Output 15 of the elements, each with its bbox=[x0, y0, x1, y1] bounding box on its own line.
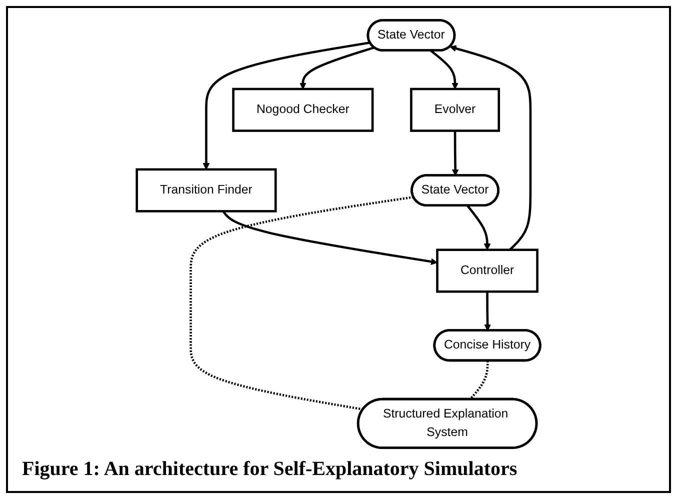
arrow bbox=[222, 210, 438, 266]
arrow bbox=[450, 45, 532, 251]
arrow bbox=[300, 46, 374, 90]
node-box: Controller bbox=[436, 248, 538, 293]
connector bbox=[190, 196, 414, 411]
node-box: Evolver bbox=[410, 88, 500, 132]
connector bbox=[469, 360, 489, 400]
node-box: Nogood Checker bbox=[232, 88, 374, 132]
arrow bbox=[452, 130, 459, 176]
node-box: Transition Finder bbox=[136, 168, 277, 212]
arrow bbox=[430, 50, 458, 90]
arrow bbox=[466, 205, 491, 250]
figure-caption: Figure 1: An architecture for Self-Explanatory Simulators bbox=[21, 457, 518, 482]
arrow bbox=[484, 292, 491, 331]
arrow bbox=[202, 41, 370, 170]
